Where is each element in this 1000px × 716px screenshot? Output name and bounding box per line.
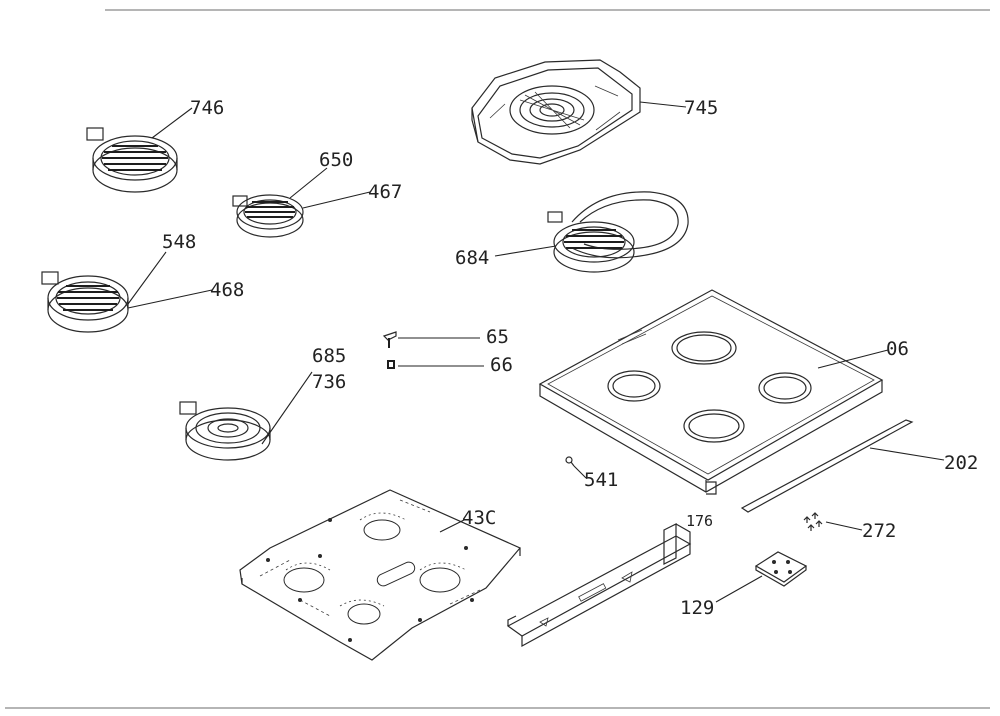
label-745: 745 bbox=[684, 97, 718, 119]
leader-129 bbox=[715, 575, 763, 603]
part-129-mounting-plate bbox=[754, 551, 808, 587]
part-746-radiant-element bbox=[86, 127, 178, 193]
leader-467 bbox=[302, 191, 371, 209]
leader-06 bbox=[817, 349, 889, 369]
part-430-base-plate bbox=[239, 489, 521, 661]
label-06: 06 bbox=[886, 338, 909, 360]
part-684-bridge-element bbox=[547, 191, 689, 273]
part-06-cooktop-glass bbox=[538, 289, 884, 495]
label-430: 43C bbox=[462, 507, 496, 529]
part-541-screw bbox=[565, 456, 575, 467]
leader-548 bbox=[127, 251, 167, 305]
leader-468 bbox=[127, 289, 213, 309]
label-468: 468 bbox=[210, 279, 244, 301]
leader-430 bbox=[439, 519, 465, 533]
label-746: 746 bbox=[190, 97, 224, 119]
part-65-clip bbox=[382, 331, 397, 348]
leader-745 bbox=[639, 101, 687, 108]
label-685: 685 bbox=[312, 345, 346, 367]
label-736: 736 bbox=[312, 371, 346, 393]
part-66-nut bbox=[387, 360, 395, 369]
leader-272 bbox=[825, 521, 863, 531]
label-65: 65 bbox=[486, 326, 509, 348]
part-176-bracket-rail bbox=[506, 523, 692, 648]
label-548: 548 bbox=[162, 231, 196, 253]
label-66: 66 bbox=[490, 354, 513, 376]
label-272: 272 bbox=[862, 520, 896, 542]
part-745-dual-element bbox=[471, 59, 641, 165]
leader-650 bbox=[289, 167, 328, 199]
part-685-radiant-element bbox=[179, 401, 271, 461]
leader-684 bbox=[494, 245, 557, 257]
part-202-gasket-strip bbox=[740, 419, 914, 513]
leader-202 bbox=[869, 447, 945, 461]
leader-541 bbox=[573, 465, 587, 479]
label-684: 684 bbox=[455, 247, 489, 269]
label-202: 202 bbox=[944, 452, 978, 474]
part-272-screws bbox=[803, 512, 823, 531]
part-548-radiant-element bbox=[41, 271, 129, 333]
part-650-small-element bbox=[232, 194, 304, 238]
label-129: 129 bbox=[680, 597, 714, 619]
label-541: 541 bbox=[584, 469, 618, 491]
label-176: 176 bbox=[686, 512, 713, 530]
label-467: 467 bbox=[368, 181, 402, 203]
leader-685 bbox=[261, 371, 313, 445]
leader-746 bbox=[151, 107, 193, 139]
label-650: 650 bbox=[319, 149, 353, 171]
